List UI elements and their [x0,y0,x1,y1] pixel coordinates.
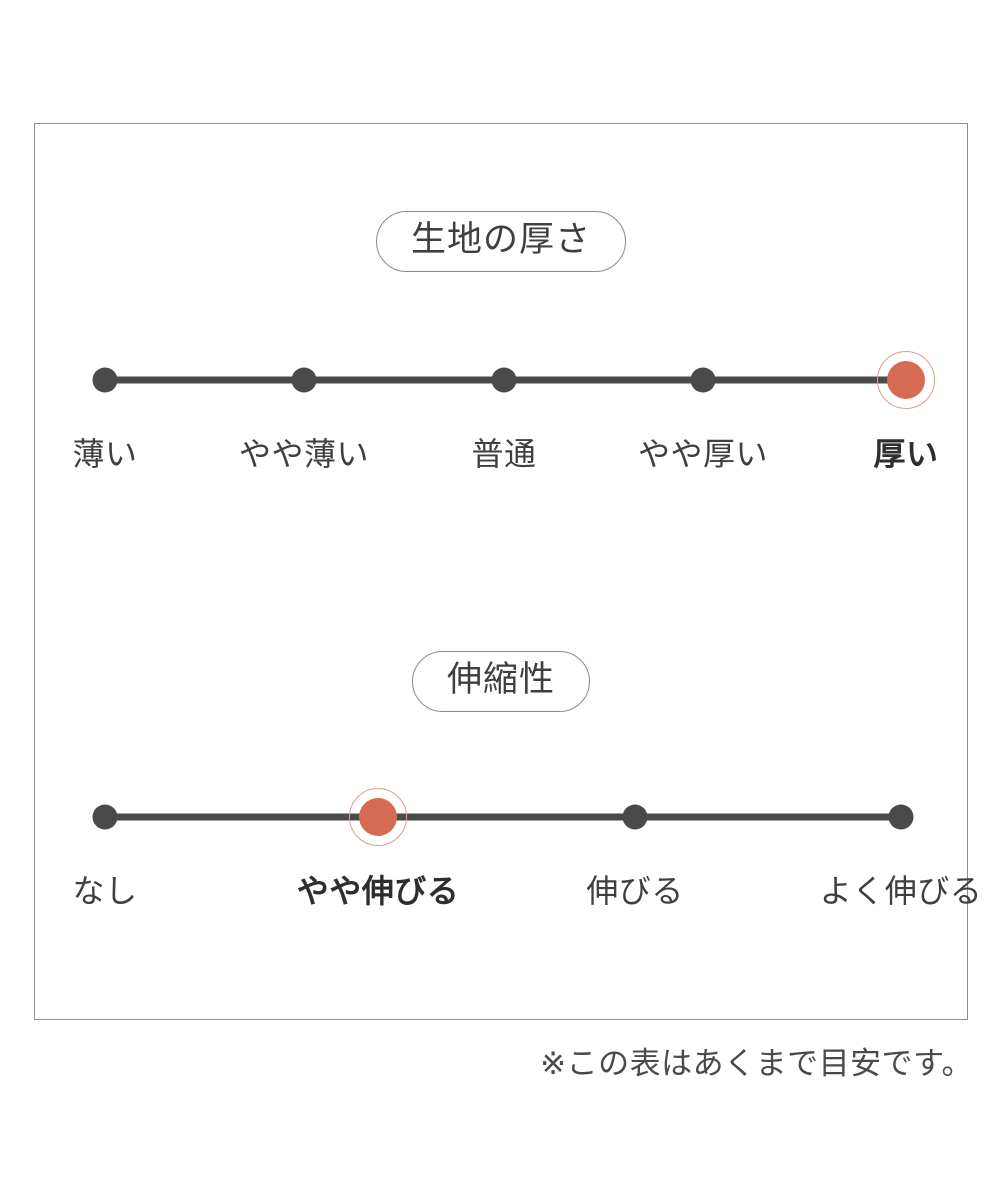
thickness-label-4: 厚い [873,436,939,472]
section-heading-stretch: 伸縮性 [411,651,590,713]
thickness-labels: 薄い やや薄い 普通 やや厚い 厚い [35,435,967,483]
stretch-label-3: よく伸びる [819,873,983,909]
stretch-scale-track [105,813,901,821]
fabric-spec-panel: 生地の厚さ 薄い やや薄い 普通 やや厚い 厚い 伸縮性 なし やや伸びる 伸び… [34,123,982,1020]
stretch-node-0[interactable] [92,804,118,830]
section-heading-thickness-row: 生地の厚さ [35,211,967,273]
thickness-node-1[interactable] [291,367,317,393]
stretch-labels: なし やや伸びる 伸びる よく伸びる [35,872,981,920]
thickness-node-0[interactable] [92,367,118,393]
stretch-label-1: やや伸びる [296,873,460,909]
stretch-label-2: 伸びる [586,873,684,909]
thickness-node-2[interactable] [491,367,517,393]
stretch-scale [35,787,967,847]
thickness-label-2: 普通 [471,436,537,472]
stretch-selected-ring [349,788,407,846]
thickness-scale [35,350,967,410]
stretch-node-1-selected[interactable] [359,798,397,836]
footnote-disclaimer: ※この表はあくまで目安です。 [540,1046,973,1081]
thickness-node-3[interactable] [690,367,716,393]
stretch-label-0: なし [72,873,138,909]
thickness-label-1: やや薄い [238,436,370,472]
stretch-node-2[interactable] [622,804,648,830]
section-heading-stretch-row: 伸縮性 [35,651,967,713]
section-heading-thickness: 生地の厚さ [375,211,626,273]
thickness-node-4-selected[interactable] [887,361,925,399]
thickness-label-0: 薄い [72,436,138,472]
stretch-node-3[interactable] [888,804,914,830]
thickness-selected-ring [877,351,935,409]
thickness-label-3: やや厚い [637,436,769,472]
